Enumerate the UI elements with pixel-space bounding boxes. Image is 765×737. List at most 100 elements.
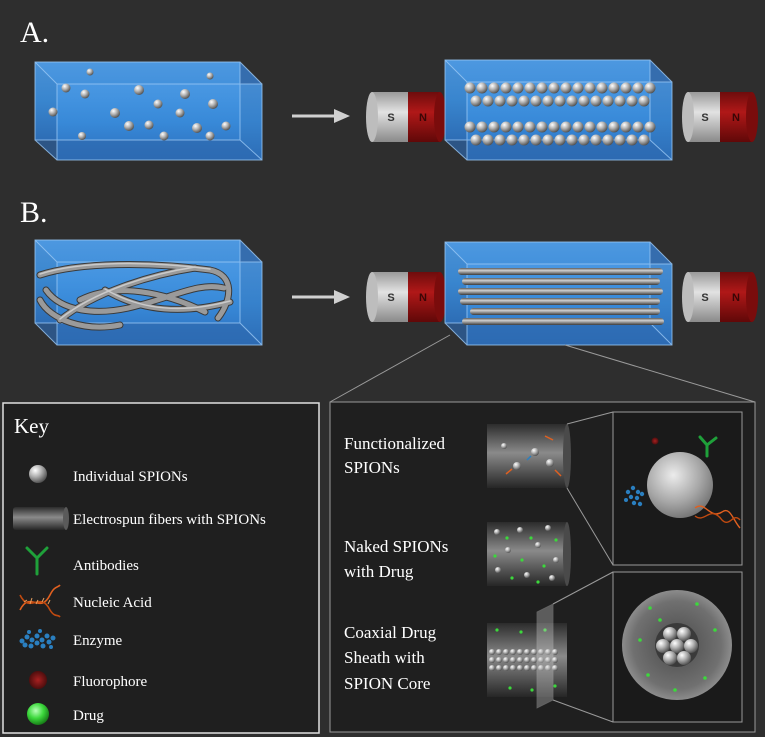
spion <box>542 134 554 146</box>
spion <box>620 121 632 133</box>
magnet-north-label: N <box>419 112 427 124</box>
key-item-dna: Nucleic Acid <box>73 595 152 611</box>
key-item-antibody: Antibodies <box>73 558 139 574</box>
random-spions <box>48 68 231 141</box>
naked-fiber-segment <box>487 522 571 586</box>
spion <box>500 121 512 133</box>
magnet-b-left: S N <box>366 272 446 322</box>
antibody-icon <box>25 546 49 576</box>
spion <box>538 649 544 655</box>
spion <box>482 95 494 107</box>
chamber-a-random <box>34 61 263 161</box>
spion <box>626 134 638 146</box>
key-item-drug: Drug <box>73 708 104 724</box>
magnet-north-label: N <box>419 292 427 304</box>
spion <box>566 134 578 146</box>
spion <box>531 657 537 663</box>
spion <box>494 95 506 107</box>
enzyme-icon <box>19 629 56 649</box>
spion <box>518 134 530 146</box>
spion <box>488 121 500 133</box>
detail-panel: Functionalized SPIONs <box>329 401 756 733</box>
spion <box>536 82 548 94</box>
spion <box>489 657 495 663</box>
arrow-b <box>292 290 350 304</box>
spion <box>554 95 566 107</box>
naked-label-line1: Naked SPIONs <box>344 537 448 556</box>
tangled-fibers <box>36 261 234 331</box>
key-item-enzyme: Enzyme <box>73 633 122 649</box>
spion <box>542 95 554 107</box>
spion <box>510 649 516 655</box>
chamber-a-aligned <box>444 59 673 161</box>
chamber-b-aligned <box>444 241 673 346</box>
spion <box>524 82 536 94</box>
spion <box>560 82 572 94</box>
spion <box>554 134 566 146</box>
spion <box>496 665 502 671</box>
spion <box>578 134 590 146</box>
spion <box>503 657 509 663</box>
dna-icon <box>19 584 61 618</box>
spion <box>584 82 596 94</box>
spion <box>590 134 602 146</box>
coaxial-label-line1: Coaxial Drug <box>344 623 437 642</box>
key-item-fluorophore: Fluorophore <box>73 674 148 690</box>
spion <box>548 121 560 133</box>
functionalized-zoom-box <box>612 411 743 566</box>
spion <box>602 134 614 146</box>
spion <box>488 82 500 94</box>
spion <box>545 657 551 663</box>
spion <box>503 665 509 671</box>
spion <box>489 665 495 671</box>
coaxial-label-line3: SPION Core <box>344 674 430 693</box>
magnet-south-label: S <box>701 292 708 304</box>
spion <box>496 649 502 655</box>
spion <box>524 121 536 133</box>
spion <box>524 649 530 655</box>
spion <box>500 82 512 94</box>
key-item-spion: Individual SPIONs <box>73 469 188 485</box>
spion <box>512 121 524 133</box>
spion <box>584 121 596 133</box>
spion <box>524 657 530 663</box>
spion <box>644 82 656 94</box>
panel-b-label: B. <box>20 196 48 229</box>
spion <box>566 95 578 107</box>
coaxial-label-line2: Sheath with <box>344 648 425 667</box>
spion <box>632 121 644 133</box>
spion <box>517 657 523 663</box>
spion <box>531 649 537 655</box>
magnet-south-label: S <box>387 112 394 124</box>
spion <box>545 665 551 671</box>
key-title: Key <box>14 414 49 438</box>
spion <box>531 665 537 671</box>
coaxial-zoom-box <box>612 571 743 723</box>
spion <box>494 134 506 146</box>
spion <box>552 657 558 663</box>
spion <box>512 82 524 94</box>
spion <box>517 649 523 655</box>
spion <box>644 121 656 133</box>
magnet-south-label: S <box>701 112 708 124</box>
spion <box>470 95 482 107</box>
spion <box>552 649 558 655</box>
spion <box>620 82 632 94</box>
aligned-fibers <box>458 268 664 325</box>
spion <box>470 134 482 146</box>
spion <box>626 95 638 107</box>
magnet-south-label: S <box>387 292 394 304</box>
key-panel: Key Individual SPIONs Electrospun fibers… <box>2 402 320 734</box>
functionalized-fiber-segment <box>487 424 571 488</box>
spion <box>596 82 608 94</box>
spion <box>496 657 502 663</box>
spion <box>517 665 523 671</box>
spion <box>614 95 626 107</box>
spion <box>632 82 644 94</box>
spion <box>464 82 476 94</box>
spion <box>530 134 542 146</box>
spion <box>602 95 614 107</box>
spion <box>560 121 572 133</box>
arrow-a <box>292 109 350 123</box>
